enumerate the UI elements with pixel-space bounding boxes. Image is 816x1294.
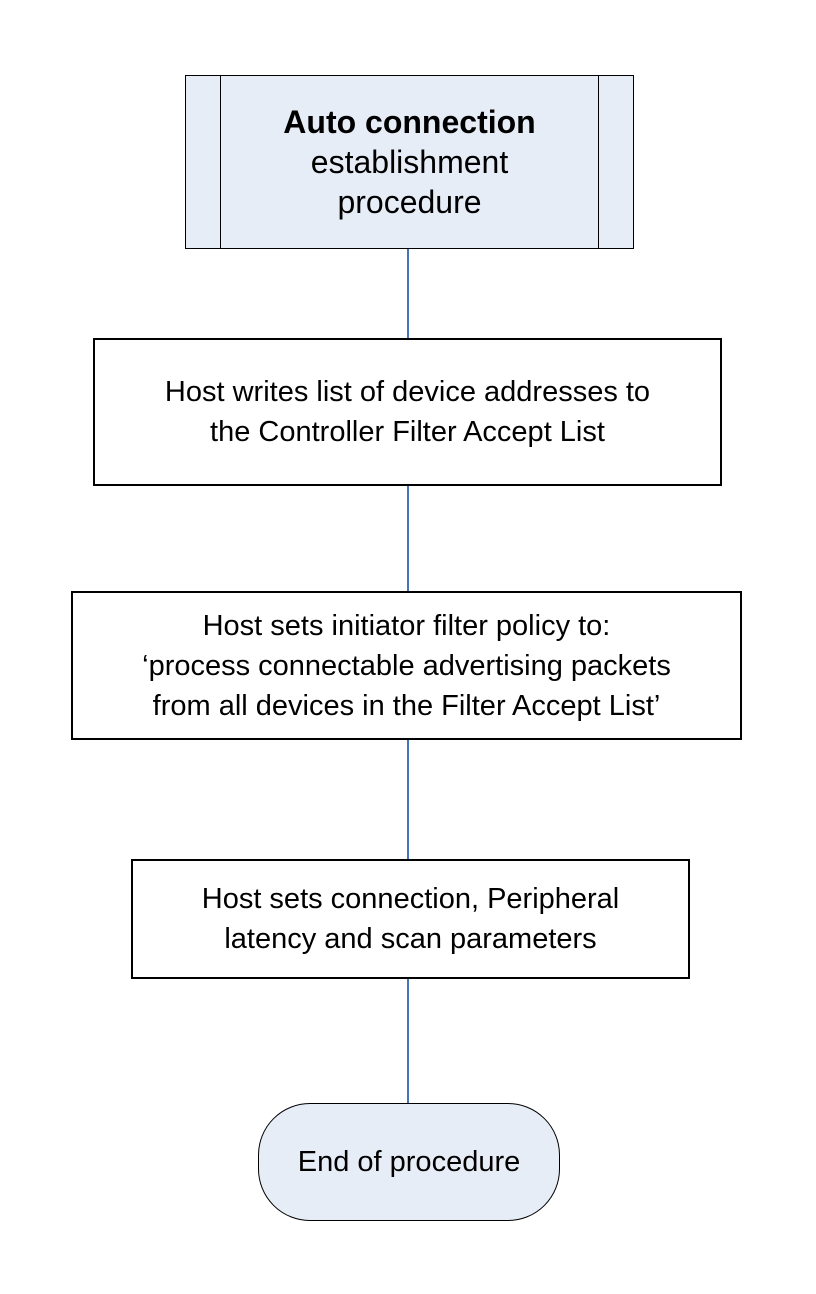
process-step-set-initiator-filter-policy: Host sets initiator filter policy to: ‘p…: [71, 591, 742, 740]
predefined-process-left-bar: [220, 76, 221, 248]
step1-line1: Host writes list of device addresses to: [164, 376, 651, 408]
predefined-process-auto-connection: Auto connection establishment procedure: [185, 75, 634, 249]
connector-step2-to-step3: [407, 738, 409, 861]
step2-line3: from all devices in the Filter Accept Li…: [152, 689, 661, 722]
step2-line1: Host sets initiator filter policy to:: [202, 609, 611, 642]
start-node-title: Auto connection: [283, 104, 536, 140]
step3-line2: latency and scan parameters: [224, 923, 597, 955]
process-step-write-filter-accept-list: Host writes list of device addresses to …: [93, 338, 722, 486]
start-node-line2: establishment: [310, 144, 509, 180]
predefined-process-right-bar: [598, 76, 599, 248]
step1-line2: the Controller Filter Accept List: [210, 416, 605, 448]
connector-step1-to-step2: [407, 484, 409, 593]
terminator-end-of-procedure: End of procedure: [258, 1103, 560, 1221]
start-node-line3: procedure: [337, 184, 482, 220]
end-node-label: End of procedure: [297, 1146, 521, 1178]
step2-line2: ‘process connectable advertising packets: [142, 649, 671, 682]
process-step-set-connection-parameters: Host sets connection, Peripheral latency…: [131, 859, 690, 979]
step3-line1: Host sets connection, Peripheral: [201, 883, 620, 915]
connector-step3-to-end: [407, 977, 409, 1105]
connector-start-to-step1: [407, 248, 409, 340]
